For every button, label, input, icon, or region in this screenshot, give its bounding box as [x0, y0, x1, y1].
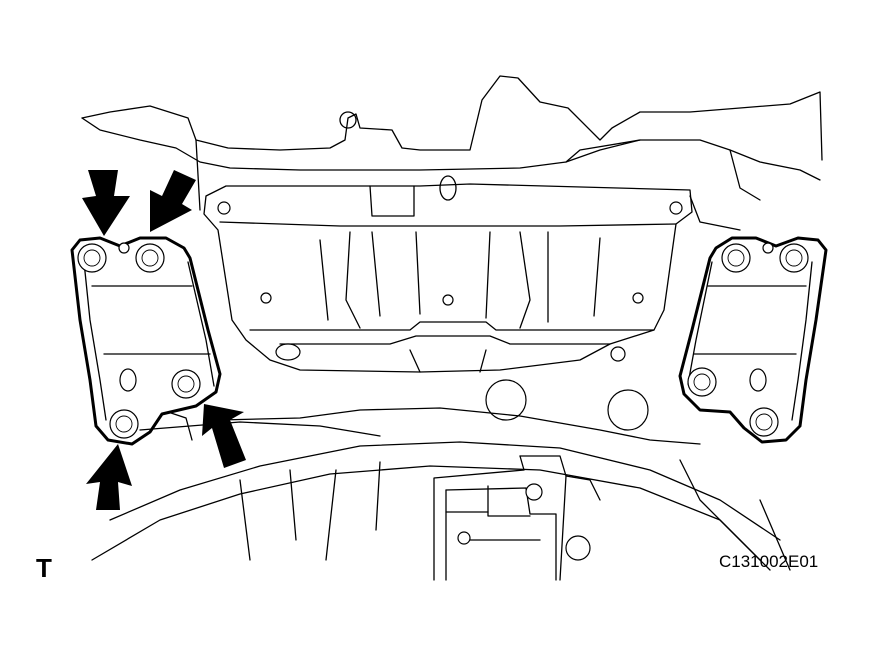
arrow-icon [150, 170, 196, 232]
bolt [109, 409, 139, 439]
view-marker: T [36, 553, 52, 583]
bolt [171, 369, 201, 399]
bolt [687, 367, 717, 397]
bolt [779, 243, 809, 273]
arrow-icon [202, 404, 246, 468]
bolt [135, 243, 165, 273]
lower-structure [91, 407, 791, 581]
bolt [77, 243, 107, 273]
arrow-icon [86, 444, 132, 510]
upper-body-outline [81, 75, 823, 231]
left-bracket [70, 236, 222, 446]
right-bracket [678, 236, 828, 444]
callout-arrows [82, 170, 246, 510]
crossmember [203, 175, 693, 431]
arrow-icon [82, 170, 130, 236]
bolt [749, 407, 779, 437]
bolt [721, 243, 751, 273]
figure-code: C131002E01 [719, 552, 819, 571]
